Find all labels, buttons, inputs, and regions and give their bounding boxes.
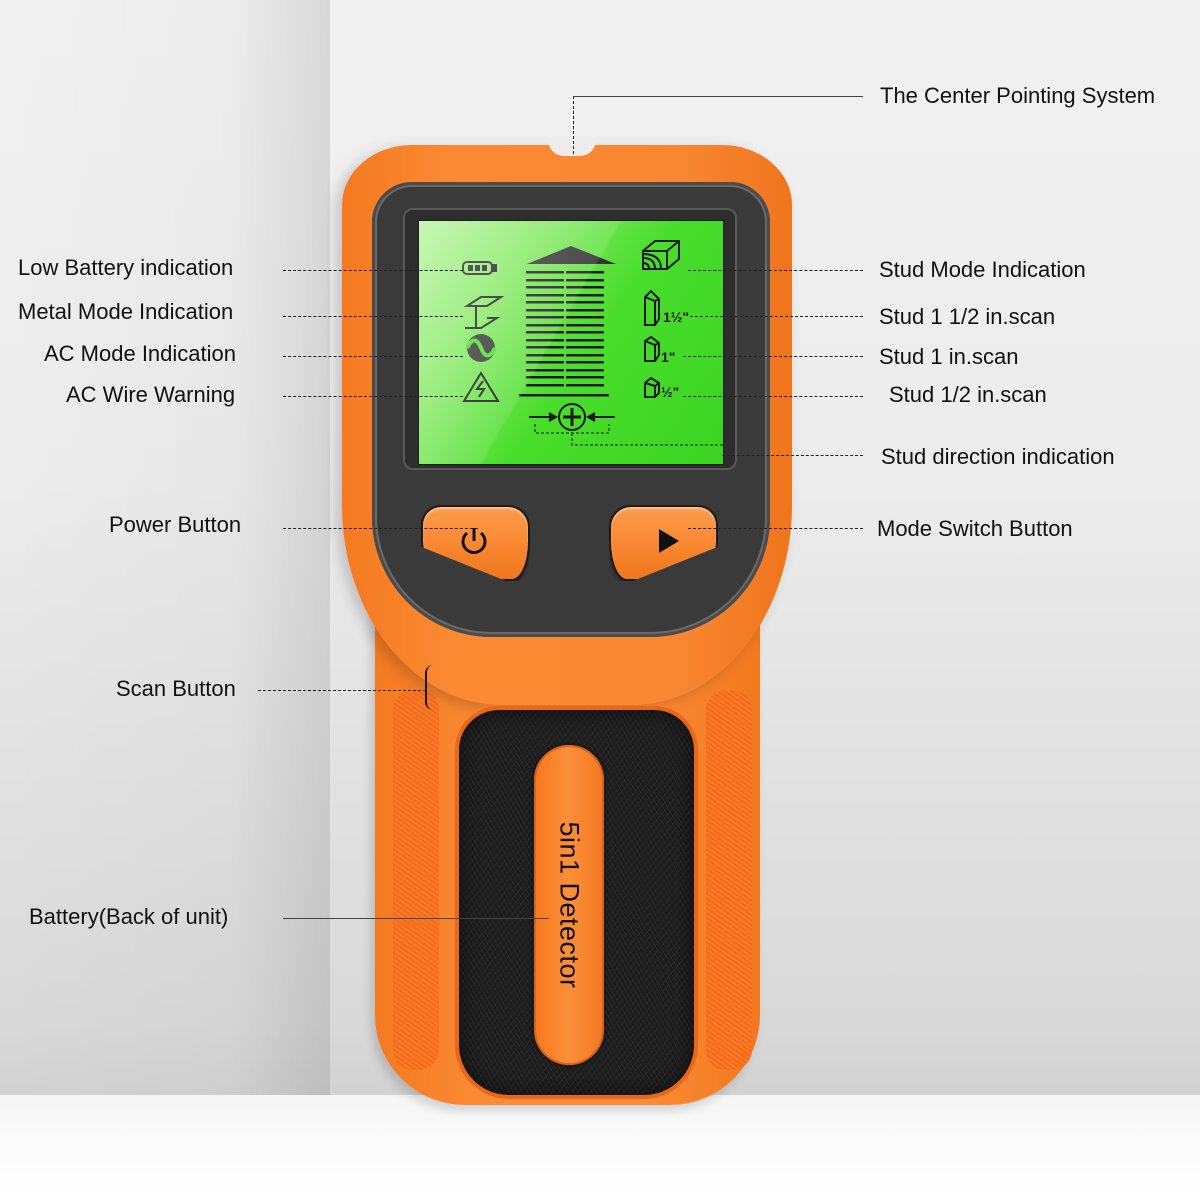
- stud-1/2-icon: [644, 376, 660, 398]
- product-badge-label: 5in1 Detector: [554, 821, 585, 989]
- leader-power: [283, 528, 478, 529]
- stud-1-1/2-icon: [644, 289, 660, 326]
- stud-1/2-value: ½": [661, 384, 679, 400]
- signal-bar-graph: [519, 246, 616, 397]
- label-mode-button: Mode Switch Button: [877, 516, 1073, 541]
- battery-icon: [462, 261, 497, 275]
- label-stud-1: Stud 1 in.scan: [879, 344, 1019, 369]
- scan-button-grip[interactable]: [393, 690, 439, 1070]
- label-power-button: Power Button: [109, 512, 242, 537]
- label-low-battery: Low Battery indication: [18, 255, 234, 280]
- stud-1-value: 1": [661, 349, 675, 365]
- label-stud-1-5: Stud 1 1/2 in.scan: [879, 304, 1056, 329]
- leader-stud-1-5: [690, 316, 863, 317]
- high-voltage-icon: [462, 371, 500, 402]
- leader-stud-0-5: [683, 396, 863, 397]
- leader-low-battery: [283, 270, 463, 271]
- stud-1-icon: [644, 335, 660, 362]
- power-icon: [461, 528, 486, 554]
- leader-center-pointing-v: [573, 96, 574, 154]
- label-ac-mode: AC Mode Indication: [44, 341, 236, 366]
- leader-center-pointing: [573, 96, 863, 97]
- label-center-pointing: The Center Pointing System: [880, 83, 1156, 108]
- ac-wave-icon: [465, 334, 497, 362]
- label-scan-button: Scan Button: [116, 676, 236, 701]
- leader-metal-mode: [283, 316, 463, 317]
- leader-scan: [258, 690, 426, 691]
- label-metal-mode: Metal Mode Indication: [18, 299, 234, 324]
- leader-battery: [283, 918, 549, 919]
- metal-beam-icon: [463, 296, 505, 329]
- leader-ac-mode: [283, 356, 463, 357]
- label-stud-mode: Stud Mode Indication: [879, 257, 1086, 282]
- leader-mode: [688, 528, 863, 529]
- label-stud-0-5: Stud 1/2 in.scan: [889, 382, 1047, 407]
- stud-1-1/2-value: 1½": [663, 309, 689, 325]
- play-triangle-icon: [658, 529, 679, 553]
- scan-button[interactable]: [425, 665, 433, 710]
- leader-stud-1: [683, 356, 863, 357]
- leader-stud-mode: [688, 270, 863, 271]
- center-target-icon: [529, 403, 723, 446]
- label-stud-direction: Stud direction indication: [881, 444, 1115, 469]
- center-pointing-notch: [548, 140, 596, 156]
- label-battery: Battery(Back of unit): [29, 904, 229, 929]
- lcd-screen: 1½" 1" ½": [418, 220, 724, 465]
- leader-stud-direction: [722, 455, 863, 456]
- product-badge: [534, 745, 604, 1065]
- stud-wood-icon: [642, 240, 680, 270]
- right-grip: [706, 690, 752, 1070]
- background-wall: [0, 0, 330, 1095]
- table-surface: [0, 1095, 1200, 1200]
- label-ac-wire: AC Wire Warning: [66, 382, 236, 407]
- leader-ac-wire: [283, 396, 463, 397]
- lcd-graphics: 1½" 1" ½": [462, 240, 723, 446]
- lcd-glare: [419, 221, 723, 464]
